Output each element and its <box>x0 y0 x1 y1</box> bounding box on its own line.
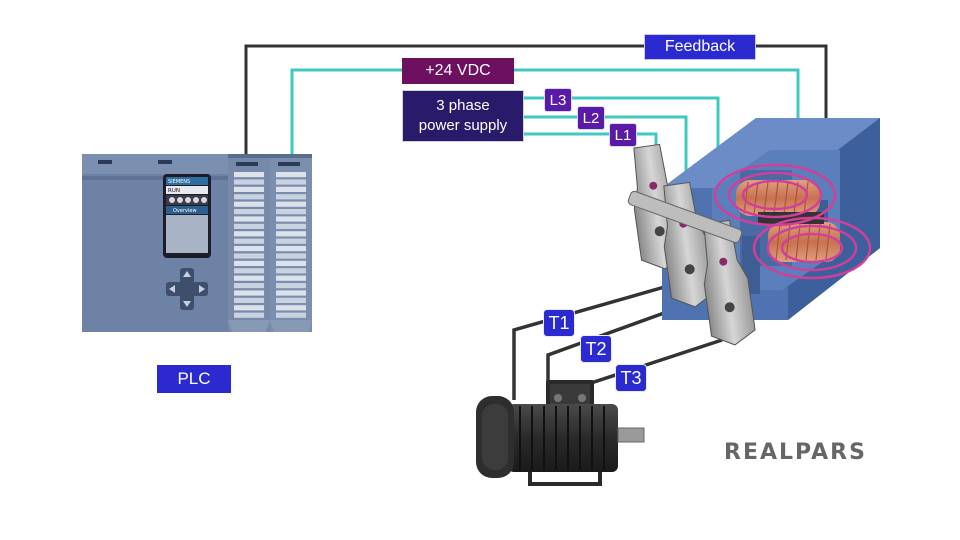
plc-label: PLC <box>157 365 231 393</box>
t1-label: T1 <box>543 309 575 337</box>
motor-body <box>508 404 618 472</box>
motor-shaft <box>617 427 645 443</box>
plc-dpad <box>166 268 208 310</box>
contact-blade-3 <box>703 219 756 346</box>
plc-brand-strip <box>166 177 208 185</box>
contact-blades <box>627 143 756 346</box>
plc-brand: SIEMENS <box>168 179 190 185</box>
plc-status-strip <box>166 186 208 194</box>
power-supply-line-1: 3 phase <box>436 97 490 114</box>
blade-bridge <box>627 190 743 244</box>
plc-status: RUN <box>168 188 180 194</box>
motor-foot <box>528 472 602 486</box>
l1-label: L1 <box>609 123 637 147</box>
l3-label: L3 <box>544 88 572 112</box>
magnetic-field <box>713 163 872 280</box>
vdc-label: +24 VDC <box>402 58 514 84</box>
plc-screen-tab-label: Overview <box>173 208 197 214</box>
t2-label: T2 <box>580 335 612 363</box>
t3-label: T3 <box>615 364 647 392</box>
plc-screen <box>166 215 208 253</box>
power-supply-label: 3 phase power supply <box>402 90 524 142</box>
coil <box>736 180 840 262</box>
power-supply-line-2: power supply <box>418 117 508 134</box>
plc-screen-tab <box>166 206 208 214</box>
plc-io-terminals <box>234 172 306 318</box>
t1-wire <box>512 284 669 400</box>
coil-lower <box>768 222 840 262</box>
l2-label: L2 <box>577 106 605 130</box>
t2-wire <box>546 298 701 385</box>
feedback-wire <box>244 44 828 186</box>
realpars-logo: REALPARS <box>724 440 867 465</box>
plc: SIEMENS RUN Overview <box>82 154 312 332</box>
motor <box>476 380 645 486</box>
feedback-label: Feedback <box>644 34 756 60</box>
